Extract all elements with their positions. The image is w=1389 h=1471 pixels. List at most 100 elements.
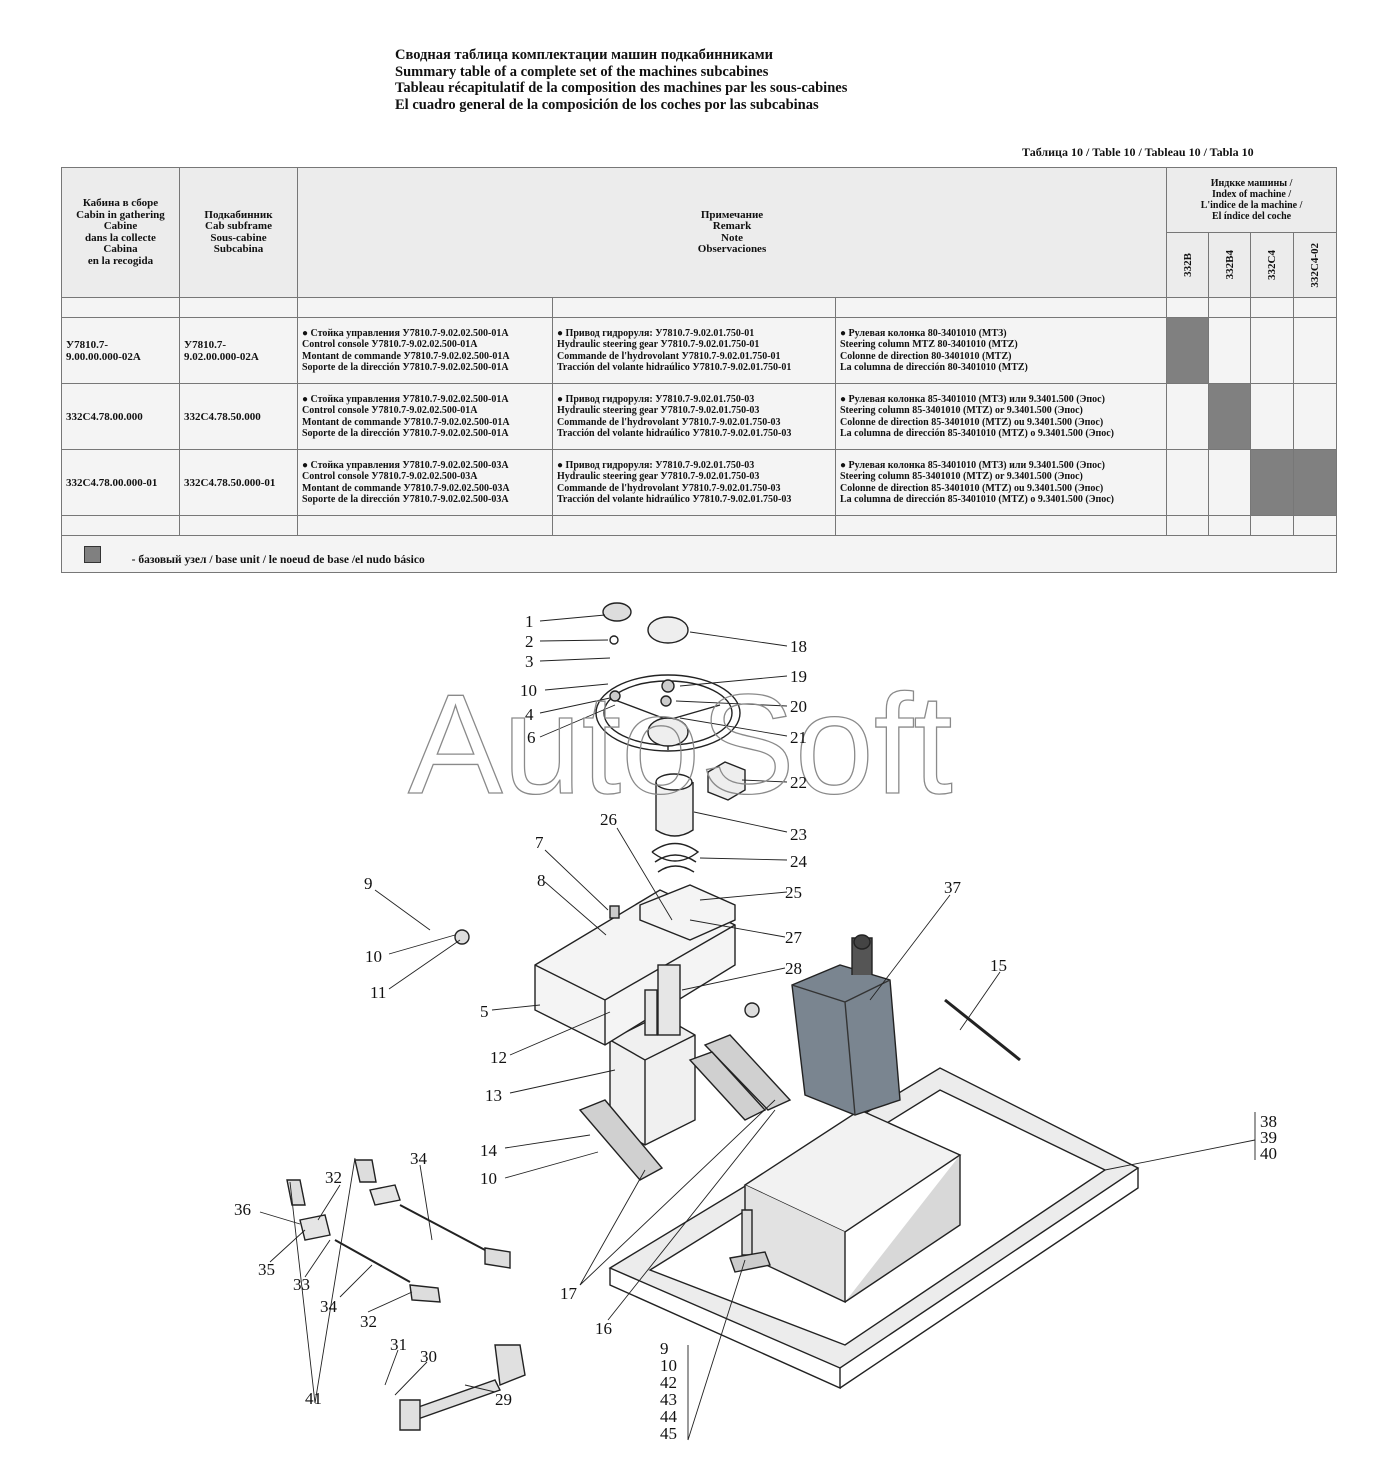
- note-steering-gear: ● Привод гидроруля: У7810.7-9.02.01.750-…: [552, 449, 836, 516]
- column-shroud-top: [655, 773, 693, 791]
- callout-label: 41: [305, 1389, 322, 1408]
- washer-icon: [744, 1002, 760, 1018]
- callout-label: 23: [790, 825, 807, 844]
- callout-label: 14: [480, 1141, 498, 1160]
- subframe-cell: 332С4.78.50.000-01: [179, 449, 298, 516]
- callout-label: 9: [364, 874, 373, 893]
- callout-label: 29: [495, 1390, 512, 1409]
- rubber-boot: [651, 842, 700, 873]
- callout-label: 1: [525, 612, 534, 631]
- pedal-left: [578, 1099, 664, 1181]
- console-edges: [534, 924, 736, 1045]
- console-column-edges: [609, 1034, 696, 1145]
- bracket-right: [369, 1184, 401, 1206]
- rod-end-1: [484, 1247, 511, 1269]
- header-index-332c4-02: 332C4-02: [1293, 232, 1338, 298]
- support-post: [741, 1209, 753, 1256]
- frame-front-side: [609, 1268, 841, 1390]
- subframe-cell: У7810.7-9.02.00.000-02А: [179, 317, 298, 384]
- callout-label: 32: [325, 1168, 342, 1187]
- callout-label: 10: [520, 681, 537, 700]
- index-mark: [1208, 383, 1252, 450]
- spacer-row: [61, 297, 1338, 318]
- pedal-shaft: [409, 1379, 501, 1421]
- joystick-console: [791, 964, 901, 1116]
- callout-label: 37: [944, 878, 962, 897]
- frame-right-side: [839, 1168, 1139, 1389]
- leader-lines: [259, 614, 1256, 1441]
- steering-shaft-2: [644, 989, 658, 1036]
- spacer-row: [61, 515, 1338, 536]
- callout-label: 45: [660, 1424, 677, 1443]
- note-console: ● Стойка управления У7810.7-9.02.02.500-…: [297, 383, 553, 450]
- callout-label: 28: [785, 959, 802, 978]
- callout-label: 40: [1260, 1144, 1277, 1163]
- legend-row: - базовый узел / base unit / le noeud de…: [60, 535, 1338, 573]
- callout-label: 25: [785, 883, 802, 902]
- callout-label: 43: [660, 1390, 677, 1409]
- header-index: Индкке машины /Index of machine /L'indic…: [1166, 167, 1338, 233]
- hinge-plate-left: [286, 1179, 306, 1206]
- callout-label: 4: [525, 705, 534, 724]
- callout-label: 36: [234, 1200, 251, 1219]
- box-side: [844, 1155, 961, 1303]
- callout-label: 18: [790, 637, 807, 656]
- steering-shaft: [657, 964, 681, 1036]
- callout-label: 42: [660, 1373, 677, 1392]
- callout-label: 5: [480, 1002, 489, 1021]
- callout-label: 13: [485, 1086, 502, 1105]
- callout-label: 24: [790, 852, 808, 871]
- callout-label: 11: [370, 983, 386, 1002]
- callout-label: 12: [490, 1048, 507, 1067]
- nut-icon: [661, 679, 675, 693]
- callout-label: 34: [320, 1297, 338, 1316]
- rod-end-2: [409, 1284, 441, 1303]
- callout-label: 31: [390, 1335, 407, 1354]
- washer-icon: [609, 635, 619, 645]
- callout-label: 34: [410, 1149, 428, 1168]
- table-row: 332С4.78.00.000-01 332С4.78.50.000-01 ● …: [61, 449, 1338, 516]
- note-console: ● Стойка управления У7810.7-9.02.02.500-…: [297, 449, 553, 516]
- header-index-row: 332B 332B4 332C4 332C4-02: [62, 232, 1338, 298]
- drawing-parts: [286, 602, 1140, 1431]
- callout-label: 30: [420, 1347, 437, 1366]
- callout-label: 44: [660, 1407, 678, 1426]
- callout-label: 3: [525, 652, 534, 671]
- callout-label: 10: [365, 947, 382, 966]
- support-post-base: [729, 1251, 771, 1273]
- legend-text: - базовый узел / base unit / le noeud de…: [131, 554, 425, 566]
- callout-label: 9: [660, 1339, 669, 1358]
- callout-label: 8: [537, 871, 546, 890]
- index-mark: [1250, 449, 1295, 516]
- callout-label: 27: [785, 928, 803, 947]
- title-en: Summary table of a complete set of the m…: [395, 63, 769, 80]
- adapter-block: [707, 761, 746, 801]
- title-es: El cuadro general de la composición de l…: [395, 96, 819, 113]
- callout-label: 16: [595, 1319, 612, 1338]
- index-mark: [1293, 317, 1338, 384]
- index-mark: [1293, 383, 1338, 450]
- index-mark: [1166, 449, 1210, 516]
- steering-hub: [647, 717, 689, 747]
- nut-icon: [609, 690, 621, 702]
- bracket-left: [299, 1214, 331, 1241]
- callout-label: 19: [790, 667, 807, 686]
- pedal-shaft-bracket: [494, 1344, 526, 1386]
- callout-label: 20: [790, 697, 807, 716]
- callout-label: 21: [790, 728, 807, 747]
- lever-handle: [944, 998, 1021, 1062]
- callout-label: 35: [258, 1260, 275, 1279]
- page-titles: Сводная таблица комплектации машин подка…: [395, 47, 847, 113]
- table-reference: Таблица 10 / Table 10 / Tableau 10 / Tab…: [1022, 145, 1254, 159]
- callout-label: 39: [1260, 1128, 1277, 1147]
- callout-label: 10: [660, 1356, 677, 1375]
- cabin-cell: У7810.7-9.00.00.000-02А: [61, 317, 180, 384]
- washer-icon: [660, 695, 672, 707]
- callout-label: 26: [600, 810, 617, 829]
- callout-label: 2: [525, 632, 534, 651]
